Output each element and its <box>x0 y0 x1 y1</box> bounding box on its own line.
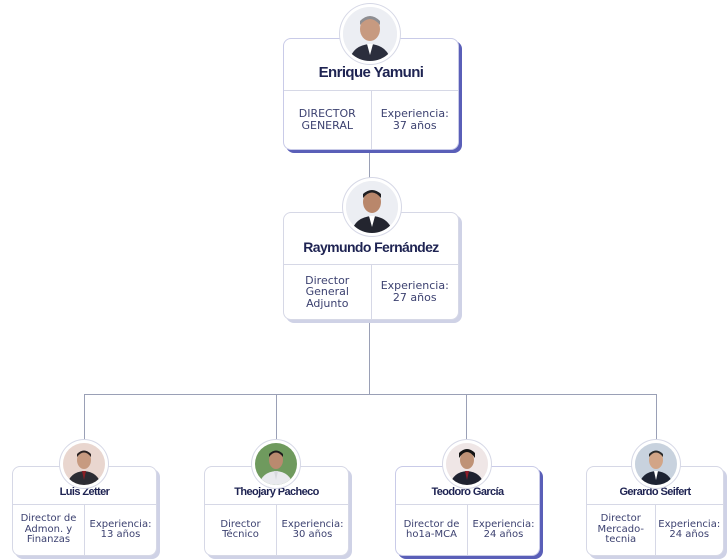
connector-director-4 <box>656 394 657 446</box>
connector-director-1 <box>84 394 85 446</box>
person-portrait-icon <box>63 443 105 485</box>
person-role: Director de ho1a-MCA <box>403 518 460 540</box>
person-experience: Experiencia: 24 años <box>654 505 724 555</box>
person-experience: Experiencia: 27 años <box>370 265 459 319</box>
person-experience: Experiencia: 24 años <box>467 505 539 555</box>
connector-director-2 <box>276 394 277 446</box>
person-portrait-icon <box>346 181 398 233</box>
connector-deputy-bus <box>369 320 370 394</box>
person-experience: Experiencia: 13 años <box>84 505 156 555</box>
person-name: Teodoro García <box>396 467 539 505</box>
person-name: Luis Zetter <box>13 467 156 505</box>
person-portrait-icon <box>635 443 677 485</box>
person-name: Theojary Pacheco <box>205 467 348 505</box>
person-name: Enrique Yamuni <box>284 39 458 91</box>
person-role: Director Técnico <box>220 518 261 540</box>
person-name: Raymundo Fernández <box>284 213 458 265</box>
connector-horizontal-bus <box>84 394 657 395</box>
person-role: DIRECTOR GENERAL <box>298 107 356 132</box>
person-role: Director de Admon. y Finanzas <box>20 513 77 546</box>
person-role: Director Mercado- tecnia <box>597 513 645 546</box>
org-card-director-1[interactable]: Luis Zetter Director de Admon. y Finanza… <box>12 466 157 556</box>
person-portrait-icon <box>446 443 488 485</box>
person-name: Gerardo Seifert <box>587 467 723 505</box>
org-card-director-2[interactable]: Theojary Pacheco Director Técnico Experi… <box>204 466 349 556</box>
person-portrait-icon <box>343 7 397 61</box>
connector-director-3 <box>466 394 467 446</box>
person-role: Director General Adjunto <box>305 273 350 310</box>
person-portrait-icon <box>255 443 297 485</box>
person-experience: Experiencia: 30 años <box>276 505 348 555</box>
org-card-ceo[interactable]: Enrique Yamuni DIRECTOR GENERAL Experien… <box>283 38 459 150</box>
org-card-deputy[interactable]: Raymundo Fernández Director General Adju… <box>283 212 459 320</box>
person-experience: Experiencia: 37 años <box>370 91 459 149</box>
